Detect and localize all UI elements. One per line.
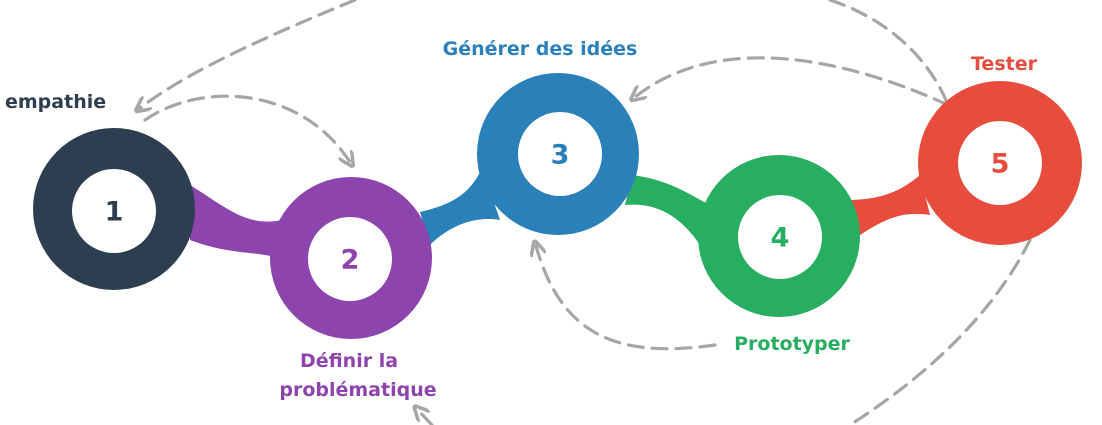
arrow-4-to-3: [536, 246, 717, 351]
step-5-number: 5: [991, 149, 1010, 180]
step-3-label: Générer des idées: [443, 38, 638, 60]
step-2-label-line2: problématique: [279, 379, 436, 401]
connector-1-2: [190, 185, 290, 260]
step-1-circle: 1: [33, 128, 195, 290]
step-5-circle: 5: [918, 81, 1082, 245]
connector-2-3: [420, 168, 500, 245]
step-2-label-line1: Définir la: [300, 350, 398, 372]
arrow-bottom-up: [418, 410, 434, 425]
step-1-label: empathie: [5, 91, 106, 113]
step-3-circle: 3: [477, 73, 639, 235]
step-5-label: Tester: [971, 53, 1038, 75]
step-2-number: 2: [341, 245, 360, 276]
arrow-bottom-right: [848, 238, 1032, 425]
arrow-top-left: [140, 0, 357, 108]
step-3-number: 3: [551, 140, 570, 171]
step-4-circle: 4: [698, 155, 860, 317]
arrow-5-to-3: [635, 56, 950, 107]
connector-3-4: [625, 175, 710, 245]
arrow-top-right: [828, 0, 950, 107]
step-4-label: Prototyper: [734, 333, 850, 355]
arrow-1-to-2: [143, 94, 350, 162]
step-4-number: 4: [771, 223, 790, 254]
step-2-circle: 2: [270, 177, 432, 339]
connector-4-5: [845, 175, 930, 235]
step-1-number: 1: [105, 197, 124, 228]
